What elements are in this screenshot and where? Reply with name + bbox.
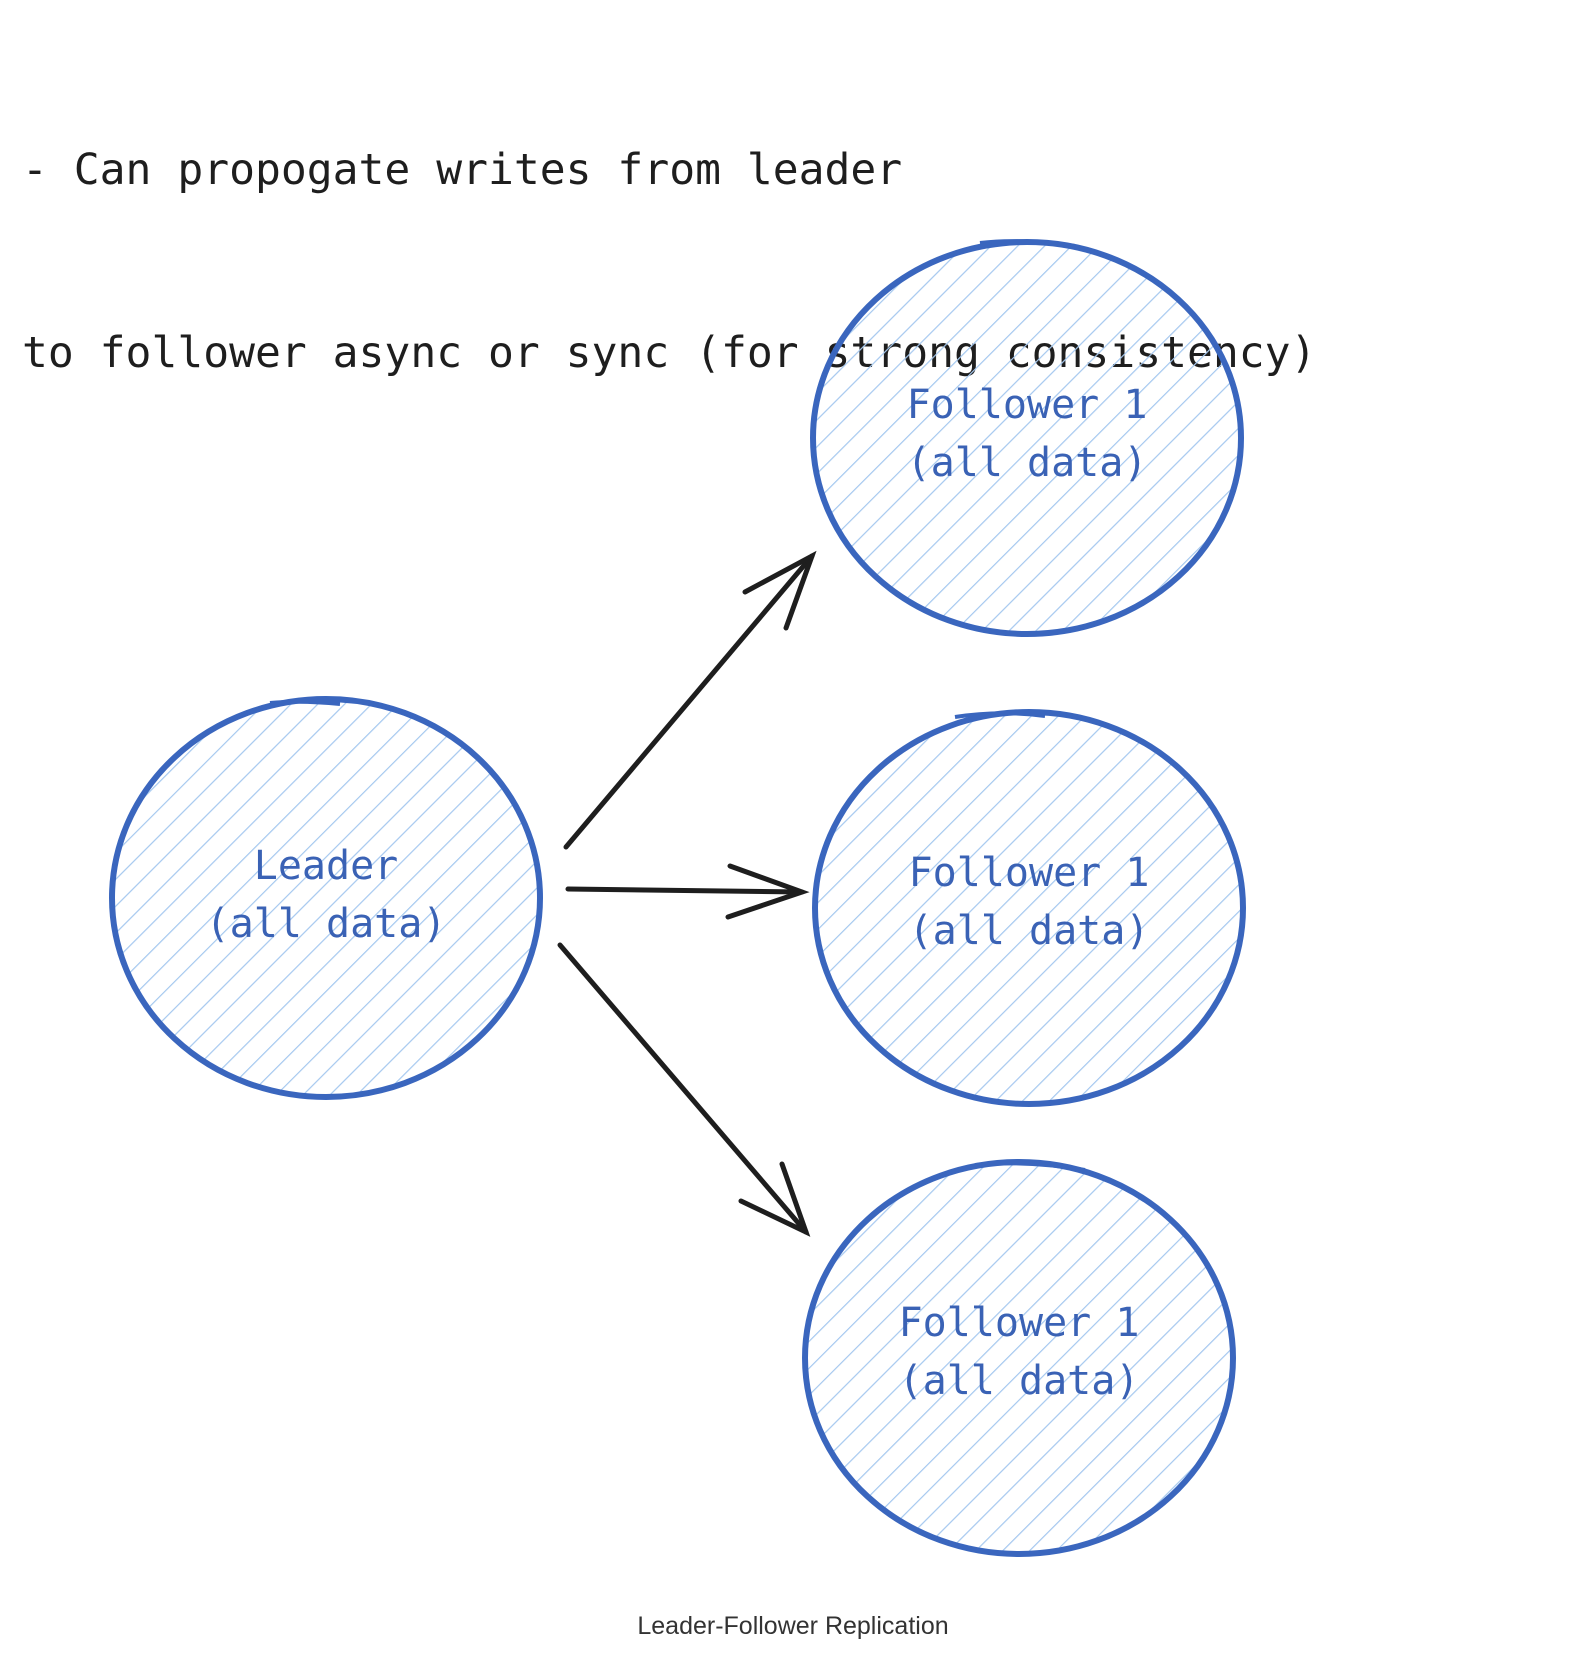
arrow-to-follower-middle (565, 863, 810, 920)
leader-label-line-1: Leader (254, 843, 399, 889)
follower-middle-node[interactable]: Follower 1 (all data) (812, 709, 1246, 1107)
follower-middle-label-line-2: (all data) (909, 908, 1150, 954)
arrow-to-follower-top (563, 550, 817, 850)
follower-bottom-label-line-2: (all data) (899, 1358, 1140, 1404)
follower-top-label-line-1: Follower 1 (907, 382, 1148, 428)
follower-top-label-line-2: (all data) (907, 440, 1148, 486)
arrow-to-follower-bottom (557, 942, 811, 1237)
note-line-1: - Can propogate writes from leader (22, 145, 903, 195)
leader-node[interactable]: Leader (all data) (109, 696, 543, 1100)
follower-bottom-node[interactable]: Follower 1 (all data) (802, 1159, 1236, 1557)
follower-bottom-label-line-1: Follower 1 (899, 1300, 1140, 1346)
diagram-caption: Leader-Follower Replication (637, 1612, 949, 1640)
follower-top-node[interactable]: Follower 1 (all data) (810, 239, 1244, 637)
leader-label-line-2: (all data) (206, 901, 447, 947)
follower-middle-label-line-1: Follower 1 (909, 850, 1150, 896)
